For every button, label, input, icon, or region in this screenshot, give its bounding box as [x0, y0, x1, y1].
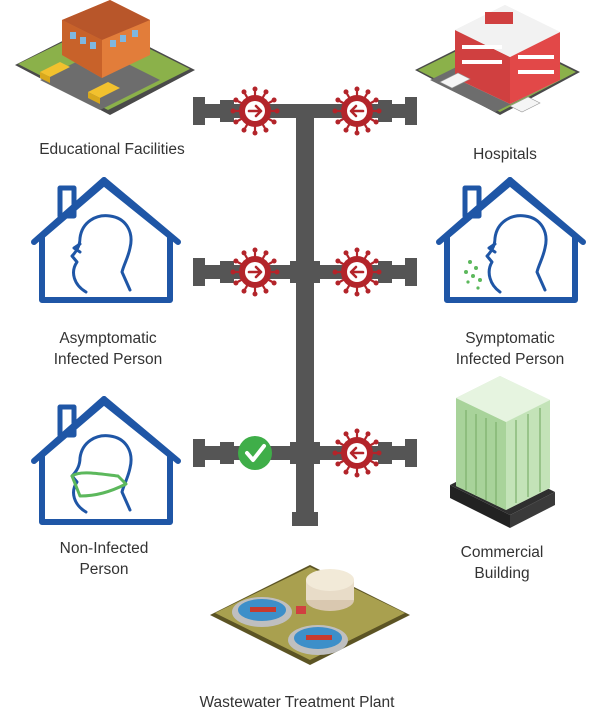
- treatment-plant-illustration: [210, 565, 410, 665]
- pipe-flange-right-3: [405, 439, 417, 467]
- flow-markers: [230, 86, 382, 478]
- pipe-flange-right-2: [405, 258, 417, 286]
- pipe-network: [193, 97, 417, 526]
- virus-right-arrow-icon: [230, 247, 280, 297]
- house-symptomatic: [436, 177, 586, 303]
- label-non-infected-line-2: Person: [79, 561, 128, 578]
- house-asymptomatic: [31, 177, 181, 303]
- pipe-flange-left-1: [193, 97, 205, 125]
- label-symptomatic-line-2: Infected Person: [456, 351, 565, 368]
- school-illustration: [15, 0, 195, 115]
- label-commercial-line-2: Building: [474, 565, 529, 582]
- label-hospitals: Hospitals: [473, 146, 537, 163]
- label-asymptomatic-line-1: Asymptomatic: [59, 330, 157, 347]
- pipe-trunk-cap: [292, 512, 318, 526]
- virus-left-arrow-icon: [332, 428, 382, 478]
- virus-right-arrow-icon: [230, 86, 280, 136]
- person-head-masked-icon: [70, 434, 133, 514]
- label-symptomatic-line-1: Symptomatic: [465, 330, 555, 347]
- label-non-infected-line-1: Non-Infected: [60, 540, 149, 557]
- pipe-flange-left-2: [193, 258, 205, 286]
- pipe-trunk: [296, 112, 314, 518]
- person-head-symptomatic-icon: [485, 214, 548, 294]
- pipe-flange-right-1: [405, 97, 417, 125]
- virus-left-arrow-icon: [332, 86, 382, 136]
- house-non-infected: [31, 396, 181, 525]
- commercial-building-illustration: [450, 376, 555, 528]
- virus-left-arrow-icon: [332, 247, 382, 297]
- label-asymptomatic-line-2: Infected Person: [54, 351, 163, 368]
- label-commercial-line-1: Commercial: [461, 544, 544, 561]
- person-head-asymptomatic-icon: [70, 214, 133, 294]
- label-wastewater-treatment-plant: Wastewater Treatment Plant: [200, 694, 396, 711]
- clean-check-icon: [238, 436, 272, 470]
- label-educational-facilities: Educational Facilities: [39, 141, 185, 158]
- pipe-flange-left-3: [193, 439, 205, 467]
- hospital-illustration: [415, 5, 580, 115]
- cough-droplets-icon: [464, 260, 482, 290]
